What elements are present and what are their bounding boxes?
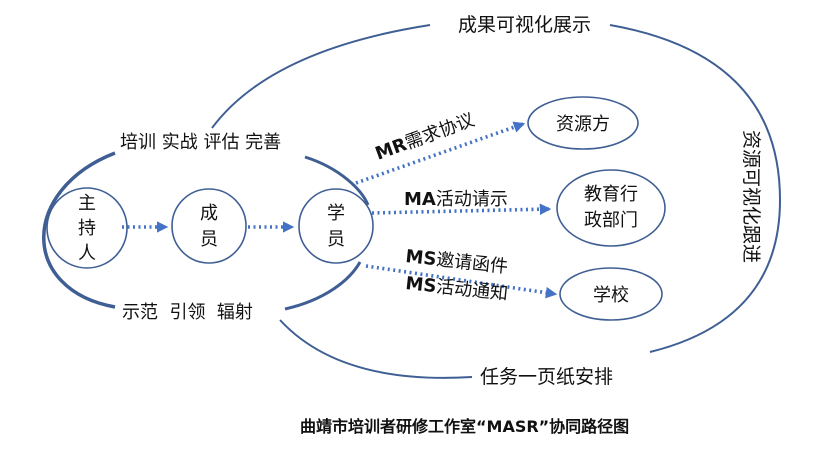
school-node (559, 267, 663, 321)
diagram-caption: 曲靖市培训者研修工作室“MASR”协同路径图 (300, 417, 629, 436)
core-loop-top-tail (304, 155, 370, 206)
ma-text: 活动请示 (436, 189, 508, 210)
school-label: 学校 (593, 285, 629, 306)
outer-top-label: 成果可视化展示 (458, 14, 591, 36)
outer-bottom-label: 任务一页纸安排 (480, 366, 613, 388)
core-top-label: 培训 实战 评估 完善 (120, 132, 281, 153)
outer-loop-bottom-arc (279, 319, 473, 379)
host-node (46, 187, 128, 269)
arrow-students-to-resource (355, 121, 526, 185)
members-label-1: 成 (200, 203, 218, 224)
members-label-2: 员 (200, 229, 218, 250)
mr-link-label: MR需求协议 (373, 109, 478, 164)
ms-notice-link-label: MS活动通知 (404, 273, 509, 305)
mr-text: 需求协议 (402, 109, 477, 153)
ma-link-label: MA活动请示 (404, 189, 508, 210)
members-node (171, 188, 247, 264)
ms-notice-text: 活动通知 (435, 276, 509, 304)
host-label-2: 持 (78, 218, 96, 239)
students-label-1: 学 (327, 203, 345, 224)
core-loop-bottom-tail (284, 261, 362, 311)
education-label-2: 政部门 (584, 210, 638, 231)
ma-code: MA (404, 189, 436, 210)
education-node (556, 169, 666, 247)
ms-notice-code: MS (404, 273, 437, 297)
resource-node (527, 96, 639, 150)
ms-invite-text: 邀请函件 (435, 249, 509, 277)
outer-loop-right-arc (609, 24, 782, 353)
ms-invite-code: MS (404, 246, 437, 270)
arrow-students-to-education (371, 203, 552, 215)
students-label-2: 员 (327, 229, 345, 250)
core-bottom-label: 示范 引领 辐射 (122, 302, 253, 323)
ms-invite-link-label: MS邀请函件 (404, 246, 509, 278)
host-label-1: 主 (78, 193, 96, 214)
core-loop-arc (42, 151, 116, 309)
host-label-3: 人 (78, 243, 96, 264)
resource-label: 资源方 (556, 114, 610, 135)
outer-loop-top-arc (211, 24, 431, 129)
students-node (298, 188, 374, 264)
outer-right-label: 资源可视化跟进 (740, 130, 762, 263)
education-label-1: 教育行 (584, 184, 638, 205)
